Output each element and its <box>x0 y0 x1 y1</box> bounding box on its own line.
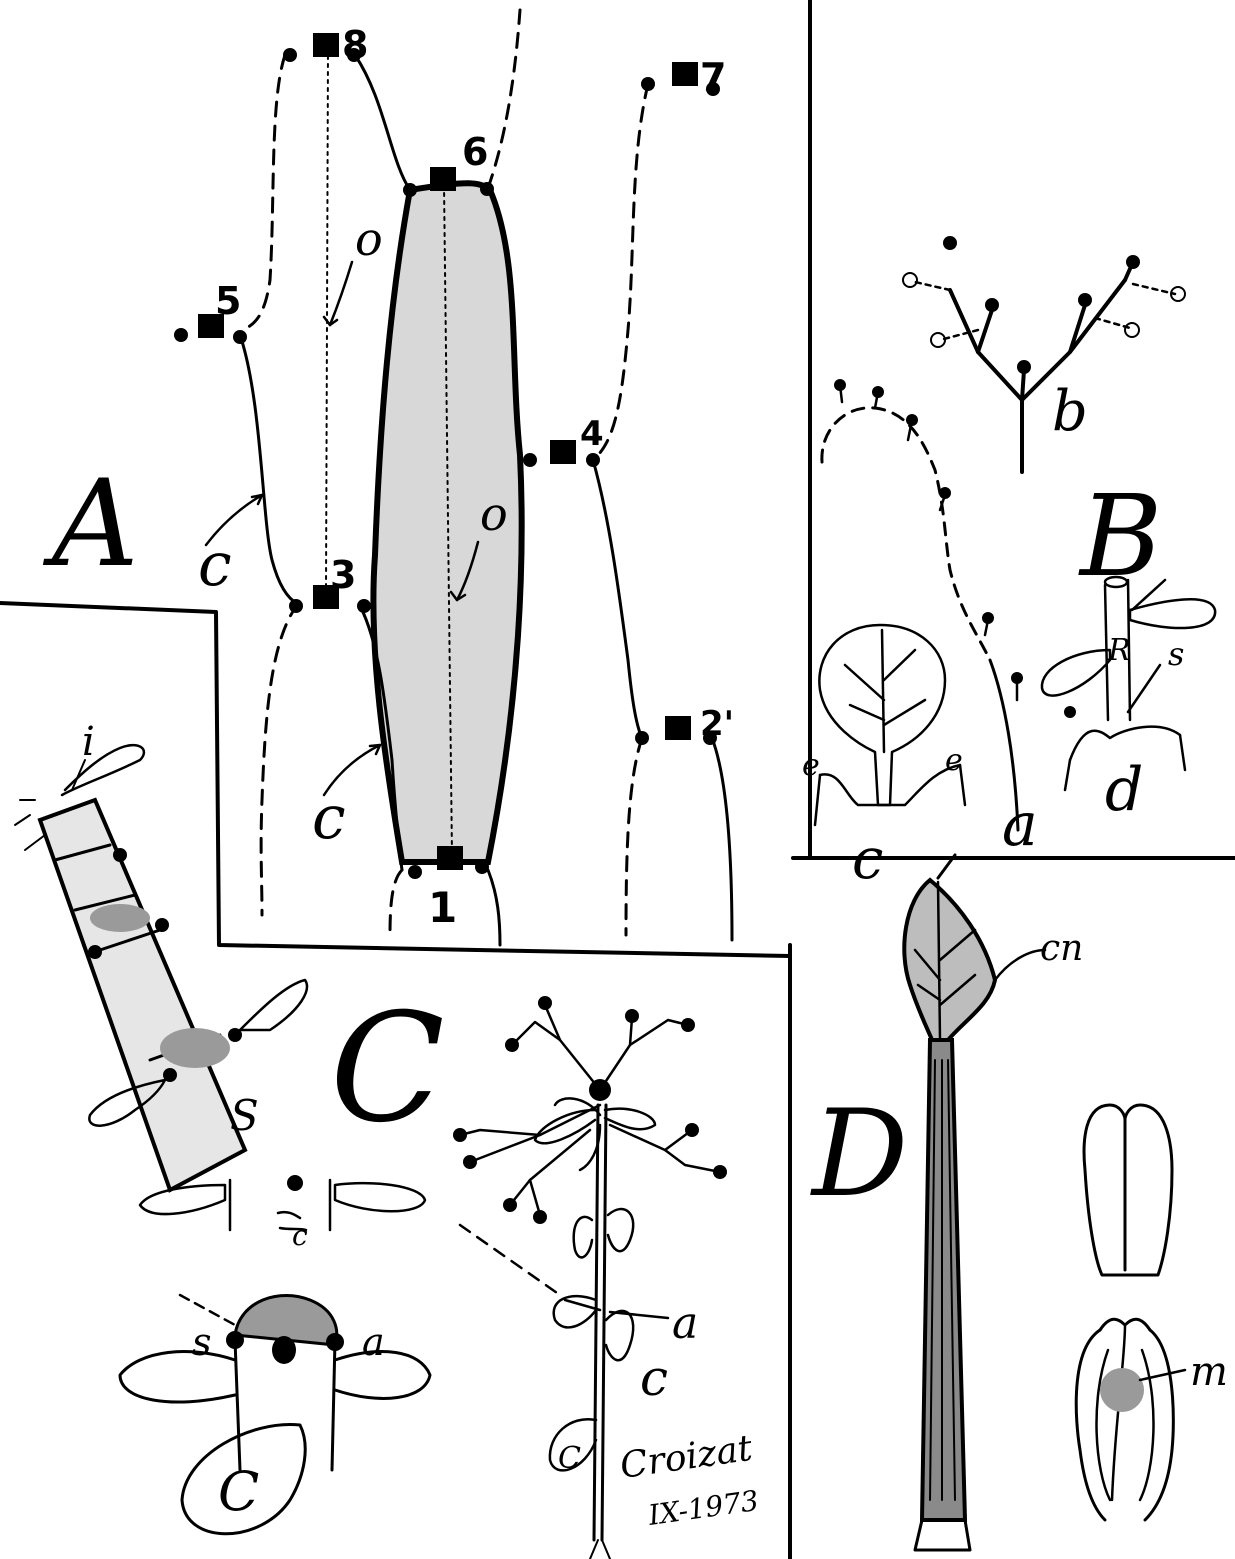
node-number-3: 3 <box>330 553 356 597</box>
panel-b: b a B c e e <box>802 236 1215 892</box>
label-a-bud: a <box>362 1320 385 1364</box>
panel-letter-a: A <box>42 455 139 594</box>
label-c-small: c <box>292 1219 308 1252</box>
leaf-on-petiole <box>904 855 1045 1550</box>
label-cn: cn <box>1040 928 1083 969</box>
node-number-4: 4 <box>580 414 604 454</box>
bud-closed <box>1084 1105 1172 1275</box>
label-e-left: e <box>802 748 820 783</box>
node-number-5: 5 <box>215 279 241 323</box>
label-s: s <box>1168 635 1184 673</box>
label-a-plant: a <box>672 1298 698 1349</box>
label-a: a <box>1002 790 1038 860</box>
node-number-6: 6 <box>462 130 488 174</box>
node-number-7: 7 <box>700 55 726 99</box>
signature-date: IX-1973 <box>645 1484 760 1532</box>
label-c-plant: c <box>640 1349 668 1407</box>
label-c-lower: c <box>312 783 346 853</box>
label-i: i <box>82 719 95 765</box>
label-o-lower: o <box>480 487 508 541</box>
leaf-c <box>815 625 965 825</box>
label-s-stem: S <box>230 1091 259 1140</box>
label-c-leaf: C <box>558 1441 581 1476</box>
label-r: R <box>1107 633 1131 668</box>
panel-c: i S c s a C C <box>15 719 761 1559</box>
label-e-right: e <box>945 743 963 778</box>
panel-letter-b: B <box>1078 472 1162 602</box>
panel-letter-d: D <box>810 1085 908 1224</box>
node-number-1: 1 <box>428 883 457 932</box>
label-o-upper: o <box>355 212 383 266</box>
node-number-2prime: 2' <box>700 704 734 744</box>
label-d: d <box>1105 755 1143 825</box>
bud-open <box>1076 1319 1185 1520</box>
node-number-8: 8 <box>342 23 368 67</box>
label-m: m <box>1190 1349 1228 1395</box>
panel-letter-c: C <box>330 982 445 1156</box>
signature-name: Croizat <box>618 1428 756 1487</box>
label-c-upper: c <box>198 530 232 600</box>
panel-a: A 8 6 7 5 4 3 2' 1 c c o o <box>42 10 734 945</box>
signature: Croizat IX-1973 <box>618 1428 761 1532</box>
label-s-bud: s <box>192 1320 212 1364</box>
label-c: c <box>852 827 883 892</box>
panel-d: D cn m <box>810 855 1228 1550</box>
branch-a <box>822 379 1023 830</box>
label-b: b <box>1052 379 1088 444</box>
label-c-bud: C <box>218 1460 259 1523</box>
branch-b <box>950 262 1133 472</box>
